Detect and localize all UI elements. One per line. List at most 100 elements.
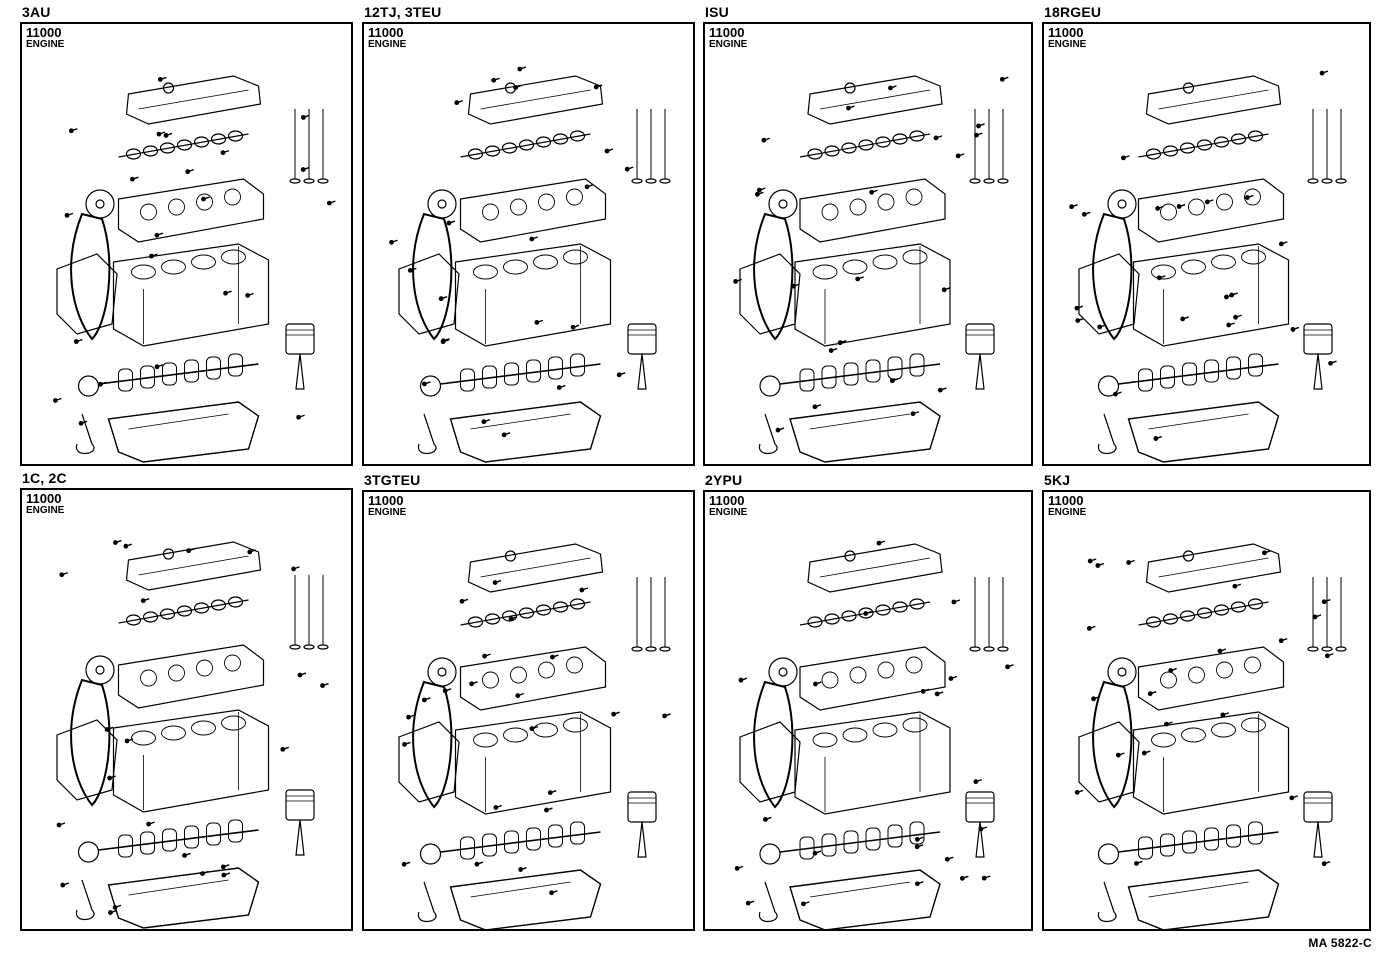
timing-belt [1092,212,1133,341]
camshaft-lobe [1179,142,1196,154]
valve-cover [125,541,262,591]
panel-title-5kj: 5KJ [1044,472,1071,488]
piston [627,323,657,355]
valve-cover [807,543,943,593]
camshaft-sprocket [85,655,115,685]
camshaft-lobe [909,130,925,142]
cylinder-head [459,178,607,243]
exploded-engine-diagram [398,543,671,929]
oil-filler-cap [1182,82,1195,94]
engine-panel-12tj-3teu: 11000 ENGINE [362,22,695,466]
part-name: ENGINE [709,39,748,50]
crank-pulley [77,841,100,863]
camshaft-lobe [176,139,193,151]
cylinder-block [1132,711,1290,815]
valve-cover [467,543,604,593]
camshaft-sprocket [85,189,115,219]
connecting-rod [637,821,647,858]
engine-panel-18rgeu: 11000 ENGINE [1042,22,1371,466]
crank-pulley [419,843,442,865]
crankshaft-web [887,824,903,848]
camshaft-lobe [535,136,552,148]
oil-filler-cap [162,82,175,94]
part-name: ENGINE [26,505,65,516]
exploded-engine-diagram [734,540,1014,929]
camshaft-lobe [125,614,142,626]
timing-belt [1092,680,1133,809]
crank-pulley [759,375,781,397]
connecting-rod [975,821,985,858]
oil-pan [449,869,602,929]
panel-title-12tj-3teu: 12TJ, 3TEU [364,4,442,20]
crankshaft-web [570,821,585,845]
camshaft-lobe [125,148,142,160]
panel-title-3tgteu: 3TGTEU [364,472,421,488]
timing-cover [739,721,801,803]
crank-pulley [1097,843,1120,865]
camshaft-lobe [467,148,484,160]
oil-pan [107,401,260,463]
piston [1303,323,1333,355]
oil-filler-cap [1182,550,1195,562]
timing-cover [739,253,801,335]
oil-strainer [76,413,95,454]
exploded-engine-diagram [52,75,336,463]
panel-title-1c-2c: 1C, 2C [22,470,67,486]
camshaft-lobe [552,601,569,613]
oil-pan [789,401,941,463]
camshaft-lobe [535,604,552,616]
camshaft-lobe [193,136,210,148]
crank-pulley [1097,375,1120,397]
timing-cover [1078,721,1140,803]
connecting-rod [1313,821,1323,858]
camshaft-lobe [1247,130,1264,142]
cylinder-head [799,646,946,711]
drawing-reference-number: MA 5822-C [1308,936,1372,950]
part-name: ENGINE [1048,39,1087,50]
timing-belt [70,212,111,341]
valve-cover [467,75,604,125]
crankshaft-web [909,353,925,377]
crank-pulley [77,375,100,397]
crankshaft-web [206,822,221,846]
cylinder-block [1132,243,1290,347]
connecting-rod [975,353,985,390]
crankshaft-web [548,824,563,848]
oil-filler-cap [844,82,856,94]
part-name: ENGINE [26,39,65,50]
part-code: 11000 [26,491,62,506]
oil-strainer [76,879,95,920]
cylinder-head [1137,646,1285,711]
exploded-engine-diagram [733,75,1009,463]
camshaft-lobe [1162,145,1179,157]
camshaft-sprocket [768,189,798,219]
part-code: 11000 [26,25,62,40]
camshaft-lobe [142,145,159,157]
camshaft-lobe [227,596,244,608]
camshaft-lobe [501,610,518,622]
panel-title-isu: ISU [705,4,729,20]
camshaft-lobe [210,133,227,145]
crankshaft-web [228,353,243,377]
camshaft-lobe [159,608,176,620]
camshaft-lobe [518,607,535,619]
camshaft-lobe [875,604,891,616]
engine-panel-isu: 11000 ENGINE [703,22,1033,466]
timing-cover [56,719,118,801]
camshaft-lobe [467,616,484,628]
piston [965,323,995,355]
oil-pan [107,867,260,929]
timing-cover [56,253,118,335]
piston [1303,791,1333,823]
valve-cover [1145,75,1282,125]
part-code: 11000 [1048,25,1084,40]
camshaft-lobe [484,145,501,157]
crankshaft-web [1226,824,1241,848]
cylinder-head [117,644,265,709]
timing-belt [412,680,453,809]
camshaft-lobe [1213,136,1230,148]
connecting-rod [637,353,647,390]
crankshaft-web [228,819,243,843]
panel-title-3au: 3AU [22,4,51,20]
crankshaft-web [1226,356,1241,380]
